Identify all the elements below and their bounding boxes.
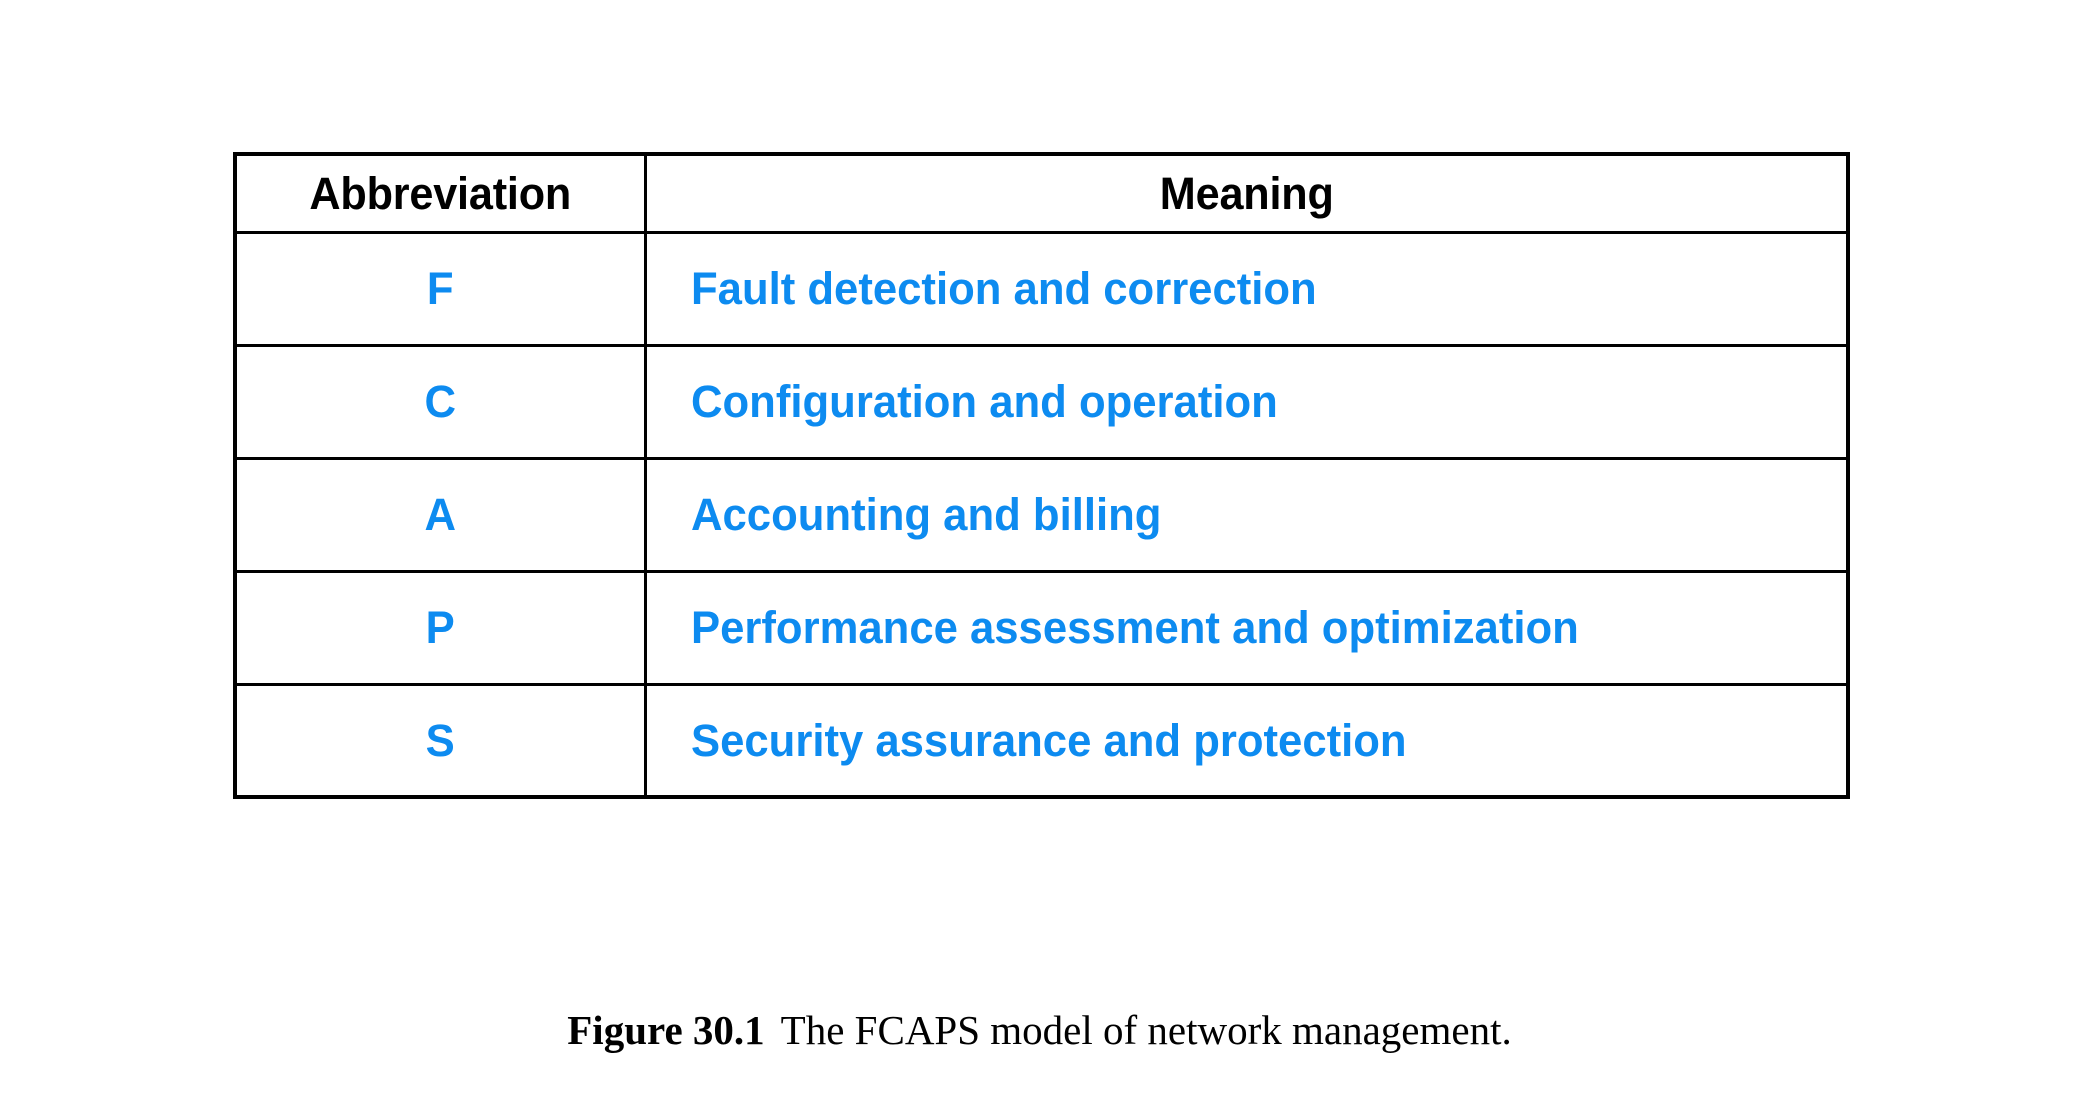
meaning-value: Security assurance and protection <box>690 714 1407 766</box>
column-header-abbreviation-label: Abbreviation <box>309 167 572 219</box>
table-row: A Accounting and billing <box>233 456 1850 573</box>
table-header: Abbreviation Meaning <box>233 152 1850 234</box>
table-header-row: Abbreviation Meaning <box>233 152 1850 234</box>
abbreviation-value: P <box>425 602 455 653</box>
meaning-value: Accounting and billing <box>690 489 1161 540</box>
cell-meaning: Accounting and billing <box>643 456 1850 573</box>
table-row: P Performance assessment and optimizatio… <box>233 569 1850 686</box>
table-row: C Configuration and operation <box>233 343 1850 460</box>
table-body: F Fault detection and correction C Confi… <box>233 230 1850 799</box>
meaning-value: Performance assessment and optimization <box>690 602 1579 653</box>
meaning-value: Configuration and operation <box>690 376 1278 427</box>
cell-meaning: Performance assessment and optimization <box>643 569 1850 686</box>
cell-abbreviation: A <box>233 456 647 573</box>
fcaps-table: Abbreviation Meaning F Fault detection a… <box>233 152 1850 799</box>
cell-meaning: Fault detection and correction <box>643 230 1850 347</box>
column-header-meaning-label: Meaning <box>1159 167 1334 219</box>
figure-caption-label: Figure 30.1 <box>567 1007 765 1053</box>
cell-abbreviation: P <box>233 569 647 686</box>
cell-abbreviation: F <box>233 230 647 347</box>
cell-meaning: Configuration and operation <box>643 343 1850 460</box>
figure-caption-text: The FCAPS model of network management. <box>780 1007 1512 1053</box>
abbreviation-value: C <box>424 376 457 427</box>
abbreviation-value: S <box>425 714 455 766</box>
meaning-value: Fault detection and correction <box>690 263 1317 314</box>
table-row: F Fault detection and correction <box>233 230 1850 347</box>
cell-abbreviation: S <box>233 682 647 799</box>
abbreviation-value: A <box>424 489 457 540</box>
column-header-abbreviation: Abbreviation <box>233 152 647 234</box>
cell-abbreviation: C <box>233 343 647 460</box>
cell-meaning: Security assurance and protection <box>643 682 1850 799</box>
column-header-meaning: Meaning <box>643 152 1850 234</box>
table-row: S Security assurance and protection <box>233 682 1850 799</box>
abbreviation-value: F <box>426 263 454 314</box>
figure-caption: Figure 30.1 The FCAPS model of network ma… <box>0 1007 2079 1053</box>
